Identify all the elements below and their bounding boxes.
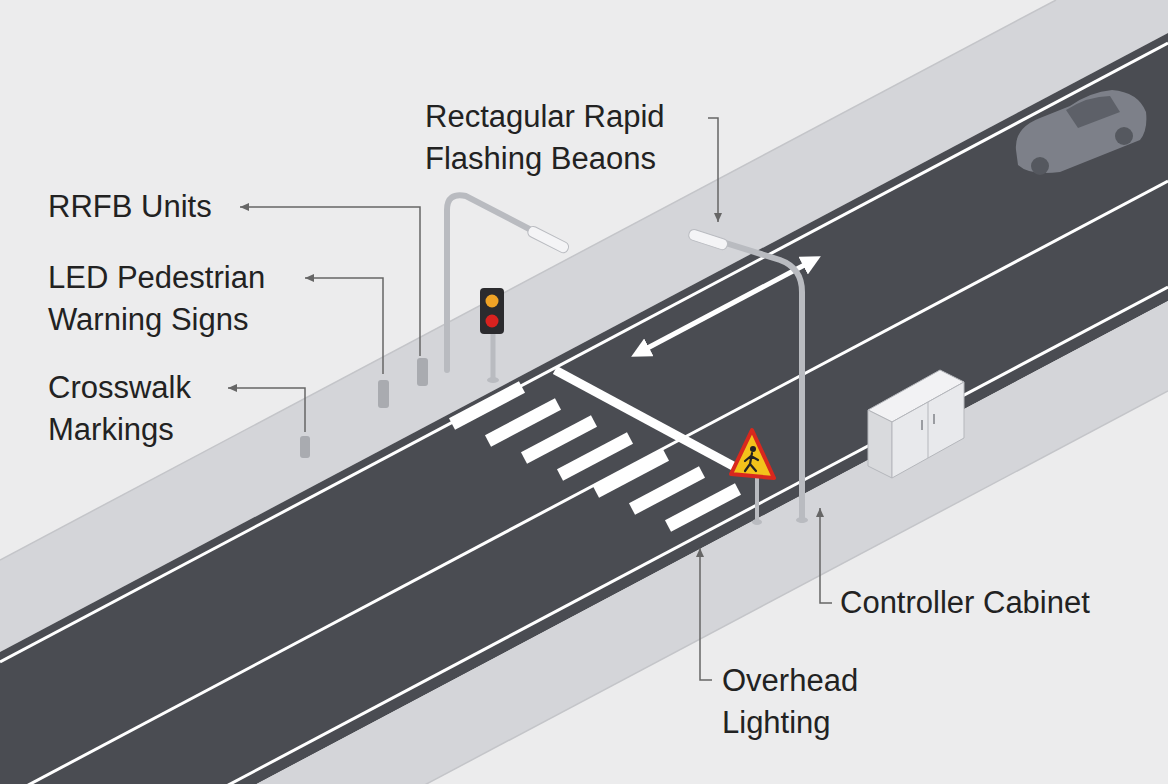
- callout-label: Overhead Lighting: [722, 660, 912, 744]
- car: [1016, 90, 1147, 175]
- lane-line: [0, 287, 1168, 784]
- leader-lines: [228, 118, 832, 680]
- streetlight: [447, 195, 570, 370]
- streetlight: [687, 228, 808, 523]
- crosswalk-stripe: [488, 404, 558, 441]
- sidewalk-edge: [0, 391, 1168, 784]
- crosswalk-stripe: [632, 472, 702, 509]
- crosswalk-stripe: [668, 489, 738, 526]
- crosswalk-stripe: [596, 455, 666, 492]
- crosswalk-stripe: [452, 387, 522, 424]
- callout-label: RRFB Units: [48, 186, 212, 228]
- crosswalk-stripe: [524, 421, 594, 458]
- bollards: [300, 358, 428, 458]
- crossing-arrow: [640, 261, 812, 352]
- callout-label: LED Pedestrian Warning Signs: [48, 257, 308, 341]
- sidewalk-edge: [0, 0, 1056, 560]
- lane-line: [0, 43, 1168, 662]
- pedestrian-warning-sign: [731, 430, 774, 525]
- callout-label: Controller Cabinet: [840, 582, 1090, 624]
- stop-line: [555, 370, 735, 467]
- callout-label: Rectagular Rapid Flashing Beaons: [425, 96, 725, 180]
- rrfb-signal: [480, 288, 504, 383]
- controller-cabinet: [868, 370, 964, 478]
- crosswalk-stripes: [452, 387, 738, 526]
- crosswalk-stripe: [560, 438, 630, 475]
- callout-label: Crosswalk Markings: [48, 367, 248, 451]
- lower-sidewalk: [0, 301, 1168, 784]
- lane-line: [0, 181, 1168, 784]
